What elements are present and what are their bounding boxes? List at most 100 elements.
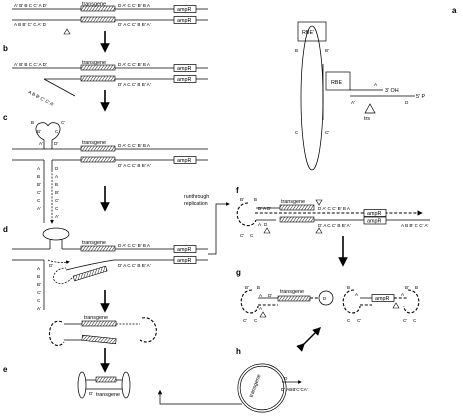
transgene-box xyxy=(277,295,311,302)
itr-sequence: D A' C C' B' B A xyxy=(118,62,151,67)
itr-letter: D xyxy=(323,296,327,301)
itr-sequence: D' ABB'C'CA' xyxy=(281,387,308,392)
itr-letter: D' xyxy=(49,263,53,268)
itr-letter: B' xyxy=(240,197,244,202)
transgene-box xyxy=(80,156,116,163)
itr-letter: B xyxy=(37,274,40,279)
ampr-label: ampR xyxy=(177,247,191,253)
transgene-box xyxy=(80,64,116,71)
panel-d: d transgene ampR ampR D A' C C' B' B A D… xyxy=(3,225,208,311)
trs-triangle-icon xyxy=(259,311,267,318)
ampr-box xyxy=(173,16,197,24)
ampr-box xyxy=(173,64,197,72)
itr-sequence-left-bottom: A B B' C' C A' D xyxy=(14,22,47,27)
ampr-label: ampR xyxy=(367,211,381,217)
transgene-box xyxy=(81,334,117,345)
itr-letter: A xyxy=(374,82,378,87)
transgene-box xyxy=(279,216,315,223)
panel-h: h transgene D D' ABB'C'CA' xyxy=(236,347,308,413)
panel-top-plasmid: transgene ampR ampR A' B' B C C' A D' A … xyxy=(12,2,208,35)
panel-a: a RBE' RBE A 3' OH A' D 5' P trs B B' C … xyxy=(295,6,457,171)
itr-sequence: D' A C C' B B' A' xyxy=(118,163,151,168)
transgene-box xyxy=(95,376,117,383)
itr-sequence: D' A C C' B B' A' xyxy=(118,263,151,268)
itr-letter: A' xyxy=(37,306,41,311)
itr-letter: C xyxy=(254,318,258,323)
panel-label-b: b xyxy=(3,44,8,53)
rbe-label: RBE xyxy=(331,80,342,86)
panel-label-g: g xyxy=(236,268,241,277)
itr-hairpin-stem xyxy=(300,25,324,171)
runthrough-label: runthrough replication xyxy=(184,194,211,207)
itr-letter: C' xyxy=(240,233,244,238)
itr-letter: B xyxy=(55,182,58,187)
transgene-label: transgene xyxy=(82,60,106,66)
itr-letter: A' xyxy=(55,214,59,219)
itr-letter: B xyxy=(37,174,40,179)
transgene-box xyxy=(80,145,116,152)
itr-sequence-left-top: A' B' B C C' A D' xyxy=(14,3,47,8)
itr-letter: C' xyxy=(243,318,247,323)
itr-letter: C' xyxy=(55,198,59,203)
itr-letter: A xyxy=(259,306,263,311)
transgene-label: transgene xyxy=(82,240,106,246)
panel-label-e: e xyxy=(3,365,8,374)
itr-sequence: D' A C C' B B' A' xyxy=(318,223,351,228)
itr-letter: C xyxy=(55,206,59,211)
itr-letter: C xyxy=(55,129,59,134)
itr-letter: A' xyxy=(37,206,41,211)
itr-sequence: A B B' C C' A' xyxy=(401,223,429,228)
itr-letter: B xyxy=(415,285,418,290)
itr-letter: D xyxy=(405,100,409,105)
ampr-box xyxy=(173,156,197,164)
itr-letter: A xyxy=(401,292,405,297)
trs-triangle-icon xyxy=(263,227,271,234)
panel-g: g transgene D B' B A D' A C' C ampR B A … xyxy=(236,268,420,323)
itr-letter: B xyxy=(295,48,298,53)
panel-f: f transgene ampR ampR B' B B' A D' A D C… xyxy=(236,186,430,238)
itr-letter: B' xyxy=(37,282,41,287)
transgene-box xyxy=(80,245,116,252)
ampr-box xyxy=(173,75,197,83)
trs-triangle-icon xyxy=(315,227,323,234)
panel-c: c transgene ampR D A' C C' B' B A D' A C… xyxy=(3,113,208,224)
ampr-label: ampR xyxy=(177,7,191,13)
itr-letter: A xyxy=(259,293,263,298)
itr-letter: B' xyxy=(37,129,41,134)
itr-sequence: A' B' B C C' A D' xyxy=(14,62,47,67)
ampr-label: ampR xyxy=(177,66,191,72)
transgene-label: transgene xyxy=(96,392,120,398)
itr-letter: C' xyxy=(357,318,361,323)
itr-letter: C' xyxy=(37,290,41,295)
five-p-label: 5' P xyxy=(416,94,426,100)
panel-label-h: h xyxy=(236,347,241,356)
itr-letter: A xyxy=(258,222,262,227)
itr-sequence-right-top: D A' C C' B' B A xyxy=(118,3,151,8)
itr-letter: B' xyxy=(245,285,249,290)
transgene-label: transgene xyxy=(280,289,304,295)
itr-letter: C xyxy=(295,130,299,135)
itr-hairpin-left xyxy=(77,371,87,399)
runthrough-connector xyxy=(208,202,230,255)
itr-letter: D' xyxy=(54,141,58,146)
itr-letter: C xyxy=(250,233,254,238)
ampr-box xyxy=(173,245,197,253)
itr-letter: C' xyxy=(61,120,65,125)
transgene-box xyxy=(80,16,116,23)
itr-sequence: D A' C C' B' B A xyxy=(118,243,151,248)
transgene-box xyxy=(72,265,108,282)
ampr-label: ampR xyxy=(177,77,191,83)
itr-letter: A' xyxy=(39,141,43,146)
itr-letter: D' xyxy=(268,293,272,298)
itr-letter: A xyxy=(37,166,41,171)
three-oh-label: 3' OH xyxy=(385,88,399,94)
itr-sequence: D' A C C' B B' A' xyxy=(118,82,151,87)
itr-sequence: D A' C C' B' B A xyxy=(318,206,351,211)
trs-triangle-icon xyxy=(63,28,71,35)
ampr-label: ampR xyxy=(177,158,191,164)
itr-letter: B' xyxy=(55,190,59,195)
panel-d-duplex: transgene xyxy=(48,315,157,347)
itr-letter: D xyxy=(284,376,288,381)
panel-label-d: d xyxy=(3,225,8,234)
